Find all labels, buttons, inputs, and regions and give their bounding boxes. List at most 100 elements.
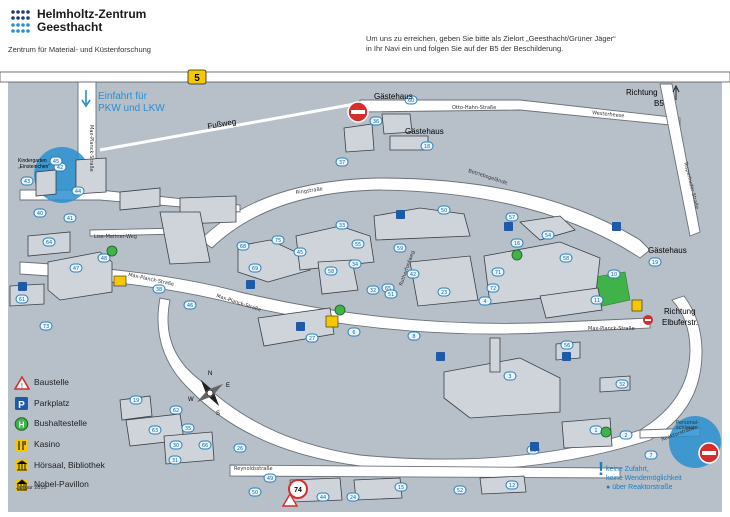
svg-text:58: 58 xyxy=(563,256,569,262)
building-number-4[interactable]: 4 xyxy=(478,296,492,306)
building-number-24[interactable]: 24 xyxy=(346,492,360,502)
building-number-32[interactable]: 32 xyxy=(615,379,629,389)
building-number-48[interactable]: 48 xyxy=(97,253,111,263)
building-number-73[interactable]: 73 xyxy=(39,321,53,331)
svg-text:59: 59 xyxy=(397,246,403,252)
building-number-46[interactable]: 46 xyxy=(183,300,197,310)
navigation-hint-line2: in Ihr Navi ein und folgen Sie auf der B… xyxy=(366,44,564,53)
building-number-49[interactable]: 49 xyxy=(263,473,277,483)
svg-text:68: 68 xyxy=(240,244,246,250)
building-number-47[interactable]: 47 xyxy=(69,263,83,273)
svg-text:34: 34 xyxy=(352,262,358,268)
building-number-61[interactable]: 61 xyxy=(15,294,29,304)
bullet-icon: ● xyxy=(606,484,613,491)
svg-text:23: 23 xyxy=(441,290,447,296)
building-number-16[interactable]: 16 xyxy=(510,238,524,248)
building-number-32[interactable]: 32 xyxy=(366,285,380,295)
building-number-55[interactable]: 55 xyxy=(351,239,365,249)
building-number-58[interactable]: 58 xyxy=(559,253,573,263)
legend-parking-label: Parkplatz xyxy=(34,398,70,408)
building-number-69[interactable]: 69 xyxy=(248,263,262,273)
svg-text:58: 58 xyxy=(328,269,334,275)
building-number-1[interactable]: 1 xyxy=(589,425,603,435)
building-number-31[interactable]: 31 xyxy=(168,455,182,465)
building-number-57[interactable]: 57 xyxy=(505,212,519,222)
building-number-38[interactable]: 38 xyxy=(152,284,166,294)
building-number-6[interactable]: 6 xyxy=(347,327,361,337)
building-number-11[interactable]: 11 xyxy=(590,295,604,305)
svg-text:41: 41 xyxy=(67,216,73,222)
building-number-45[interactable]: 45 xyxy=(293,247,307,257)
building-number-59[interactable]: 59 xyxy=(393,243,407,253)
building-number-3[interactable]: 3 xyxy=(503,371,517,381)
building-number-44[interactable]: 44 xyxy=(71,186,85,196)
svg-text:54: 54 xyxy=(545,233,551,239)
building-number-2[interactable]: 2 xyxy=(619,430,633,440)
building-number-66[interactable]: 66 xyxy=(198,440,212,450)
building-number-37[interactable]: 37 xyxy=(335,157,349,167)
building-number-68[interactable]: 68 xyxy=(236,241,250,251)
building-number-64[interactable]: 64 xyxy=(42,237,56,247)
building-number-43[interactable]: 43 xyxy=(20,176,34,186)
entrance-arrow-icon xyxy=(81,90,91,108)
building-number-26[interactable]: 26 xyxy=(233,443,247,453)
building-number-45[interactable]: 45 xyxy=(49,156,63,166)
building-number-40[interactable]: 40 xyxy=(33,208,47,218)
building-number-23[interactable]: 23 xyxy=(437,287,451,297)
org-subtitle: Zentrum für Material- und Küstenforschun… xyxy=(8,45,151,54)
building-number-75[interactable]: 75 xyxy=(271,235,285,245)
direction-elbufer-line1: Richtung xyxy=(664,307,696,316)
building-number-15[interactable]: 15 xyxy=(394,482,408,492)
building-number-58[interactable]: 58 xyxy=(324,266,338,276)
svg-text:56: 56 xyxy=(564,343,570,349)
building-number-12[interactable]: 12 xyxy=(505,480,519,490)
legend-nobel-label: Nobel-Pavillon xyxy=(34,479,89,489)
entrance-label-2: PKW und LKW xyxy=(98,103,165,114)
access-notice: ! keine Zufahrt, keine Wendemöglichkeit … xyxy=(598,460,726,492)
building-number-35[interactable]: 35 xyxy=(181,423,195,433)
bus-stop-icon: H xyxy=(14,416,29,431)
building-number-71[interactable]: 71 xyxy=(491,267,505,277)
building-number-60[interactable]: 60 xyxy=(404,95,418,105)
svg-text:37: 37 xyxy=(339,160,345,166)
building-number-10[interactable]: 10 xyxy=(607,269,621,279)
building-number-18[interactable]: 18 xyxy=(420,141,434,151)
building-number-27[interactable]: 27 xyxy=(305,333,319,343)
svg-text:45: 45 xyxy=(297,250,303,256)
building-number-62[interactable]: 62 xyxy=(169,405,183,415)
building-number-7[interactable]: 7 xyxy=(644,450,658,460)
building-number-19[interactable]: 19 xyxy=(129,395,143,405)
svg-text:38: 38 xyxy=(156,287,162,293)
building-number-44[interactable]: 44 xyxy=(316,492,330,502)
building-number-8[interactable]: 8 xyxy=(407,331,421,341)
compass-north: N xyxy=(208,371,212,377)
building-number-33[interactable]: 33 xyxy=(335,220,349,230)
building-number-30[interactable]: 30 xyxy=(169,440,183,450)
svg-text:62: 62 xyxy=(173,408,179,414)
building-number-50[interactable]: 50 xyxy=(437,205,451,215)
building-number-72[interactable]: 72 xyxy=(486,283,500,293)
building-number-34[interactable]: 34 xyxy=(348,259,362,269)
building-number-51[interactable]: 51 xyxy=(384,289,398,299)
building-number-41[interactable]: 41 xyxy=(63,213,77,223)
building-number-52[interactable]: 52 xyxy=(453,485,467,495)
svg-text:47: 47 xyxy=(73,266,79,272)
building-number-42[interactable]: 42 xyxy=(406,269,420,279)
legend-nobel: Nobel-Pavillon xyxy=(14,476,89,492)
building-number-63[interactable]: 63 xyxy=(148,425,162,435)
street-max-planck-vertical: Max-Planck-Straße xyxy=(88,125,94,172)
building-number-19[interactable]: 19 xyxy=(648,257,662,267)
svg-text:61: 61 xyxy=(19,297,25,303)
building-number-54[interactable]: 54 xyxy=(541,230,555,240)
svg-text:42: 42 xyxy=(410,272,416,278)
building-number-50[interactable]: 50 xyxy=(248,487,262,497)
svg-text:36: 36 xyxy=(373,119,379,125)
svg-text:33: 33 xyxy=(339,223,345,229)
svg-text:43: 43 xyxy=(24,179,30,185)
building-number-56[interactable]: 56 xyxy=(560,340,574,350)
svg-text:19: 19 xyxy=(133,398,139,404)
no-entry-sign-east xyxy=(698,442,720,464)
building-number-36[interactable]: 36 xyxy=(369,116,383,126)
svg-text:72: 72 xyxy=(490,286,496,292)
